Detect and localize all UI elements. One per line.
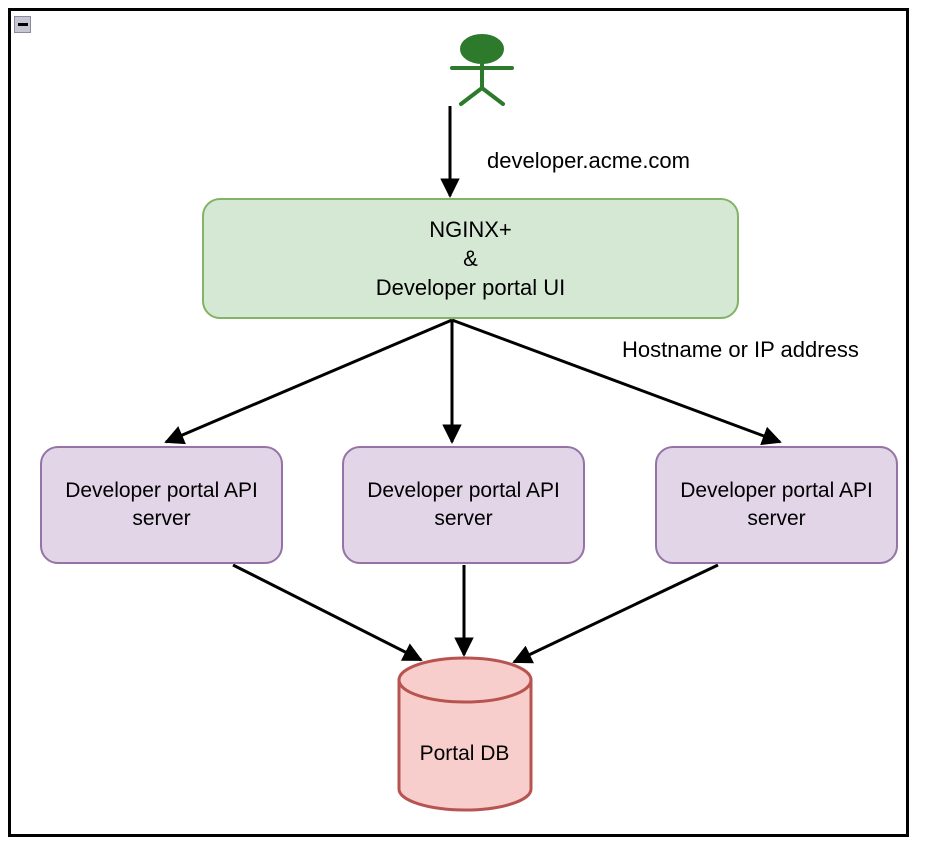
node-api-server-3-label: Developer portal API server bbox=[680, 479, 873, 530]
collapse-toggle-button[interactable] bbox=[14, 16, 31, 33]
edge-label-domain: developer.acme.com bbox=[487, 148, 690, 173]
diagram-frame bbox=[8, 8, 909, 837]
node-nginx-label: NGINX+ & Developer portal UI bbox=[375, 216, 566, 301]
node-api-server-2[interactable]: Developer portal API server bbox=[342, 446, 585, 564]
node-api-server-1[interactable]: Developer portal API server bbox=[40, 446, 283, 564]
edge-label-hostname: Hostname or IP address bbox=[622, 337, 859, 362]
minus-icon bbox=[17, 23, 28, 26]
node-api-server-1-label: Developer portal API server bbox=[65, 479, 258, 530]
node-nginx-developer-portal-ui[interactable]: NGINX+ & Developer portal UI bbox=[202, 198, 739, 319]
portal-db-label: Portal DB bbox=[419, 742, 510, 765]
node-api-server-3[interactable]: Developer portal API server bbox=[655, 446, 898, 564]
node-api-server-2-label: Developer portal API server bbox=[367, 479, 560, 530]
